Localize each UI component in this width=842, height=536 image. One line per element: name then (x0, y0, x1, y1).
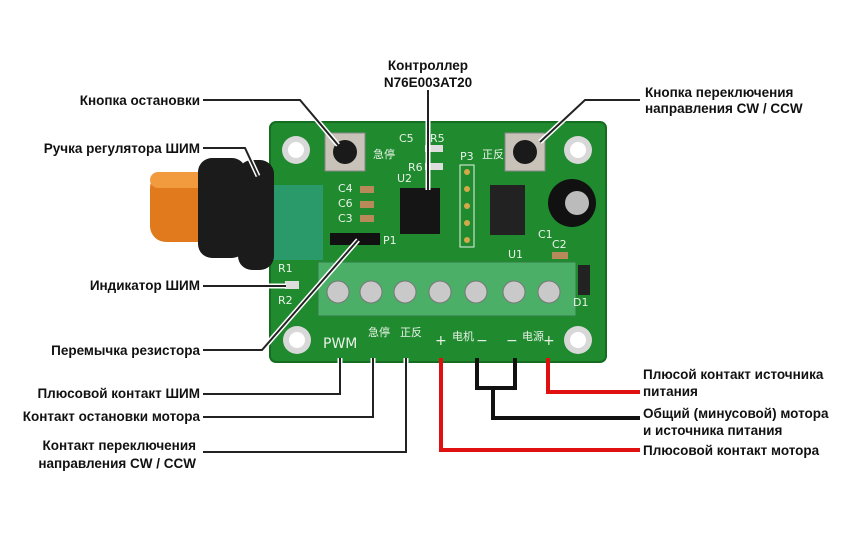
silk-motor-minus: − (476, 333, 488, 349)
controller-chip (400, 188, 440, 234)
terminal-screw[interactable] (393, 280, 417, 304)
label-dir-button-1: Кнопка переключения (645, 85, 793, 100)
silk-power-plus: + (543, 333, 555, 349)
label-pwm-knob: Ручка регулятора ШИМ (44, 141, 200, 156)
silk-dir: 正反 (400, 326, 422, 339)
silk-pwm: PWM (323, 336, 357, 352)
silk-motor: 电机 (452, 329, 474, 343)
label-supply-plus-2: питания (643, 384, 698, 399)
label-controller-2: N76E003AT20 (384, 75, 472, 90)
label-common-minus-2: и источника питания (643, 423, 782, 438)
label-supply-plus-1: Плюсой контакт источника (643, 367, 824, 382)
label-common-minus-1: Общий (минусовой) мотора (643, 406, 829, 421)
silk-c6: C6 (338, 197, 353, 210)
terminal-screw[interactable] (359, 280, 383, 304)
terminal-screw[interactable] (502, 280, 526, 304)
silk-u2: U2 (397, 172, 412, 185)
terminal-screw[interactable] (464, 280, 488, 304)
label-dir-contact-2: направления CW / CCW (38, 456, 196, 471)
terminal-screw[interactable] (326, 280, 350, 304)
regulator-u1 (490, 185, 525, 235)
silk-p3: P3 (460, 150, 474, 163)
motor-plus-wire (439, 358, 640, 452)
silk-r5: R5 (430, 132, 445, 145)
silk-stop-top: 急停 (373, 147, 395, 161)
label-controller-1: Контроллер (388, 58, 468, 73)
silk-power-minus: − (506, 333, 518, 349)
silk-power: 电源 (522, 329, 544, 343)
silk-stop: 急停 (368, 325, 390, 339)
label-dir-button-2: направления CW / CCW (645, 101, 803, 116)
wire-lines (439, 358, 640, 452)
silk-c3: C3 (338, 212, 353, 225)
silk-p1: P1 (383, 234, 397, 247)
label-resistor-jumper: Перемычка резистора (51, 343, 200, 358)
silk-r6: R6 (408, 161, 423, 174)
resistor-jumper[interactable] (330, 233, 380, 245)
pcb-board: PWM 急停 正反 急停 正反 + 电机 − − 电源 + C5 R5 R6 P… (268, 121, 607, 363)
silk-u1: U1 (508, 248, 523, 261)
pwm-indicator-led (285, 281, 299, 289)
leader-lines (203, 90, 640, 455)
common-minus-wire (475, 358, 640, 420)
label-motor-stop: Контакт остановки мотора (23, 409, 201, 424)
header-p3 (459, 164, 475, 248)
supply-plus-wire (546, 358, 640, 394)
silk-c4: C4 (338, 182, 353, 195)
callout-labels: Кнопка остановки Ручка регулятора ШИМ Ко… (23, 58, 829, 471)
label-pwm-plus: Плюсовой контакт ШИМ (37, 386, 200, 401)
silk-r2: R2 (278, 294, 293, 307)
terminal-screw[interactable] (428, 280, 452, 304)
terminal-screw[interactable] (537, 280, 561, 304)
direction-button[interactable] (504, 132, 546, 172)
silk-r1: R1 (278, 262, 293, 275)
pwm-knob[interactable] (150, 158, 274, 270)
silk-motor-plus: + (435, 333, 447, 349)
label-motor-plus: Плюсовой контакт мотора (643, 443, 820, 458)
silk-c2: C2 (552, 238, 567, 251)
silk-c1: C1 (538, 228, 553, 241)
label-dir-contact-1: Контакт переключения (43, 438, 196, 453)
silk-c5: C5 (399, 132, 414, 145)
label-stop-button: Кнопка остановки (80, 93, 200, 108)
label-pwm-indicator: Индикатор ШИМ (90, 278, 200, 293)
silk-dir-top: 正反 (482, 148, 504, 161)
silk-d1: D1 (573, 296, 588, 309)
